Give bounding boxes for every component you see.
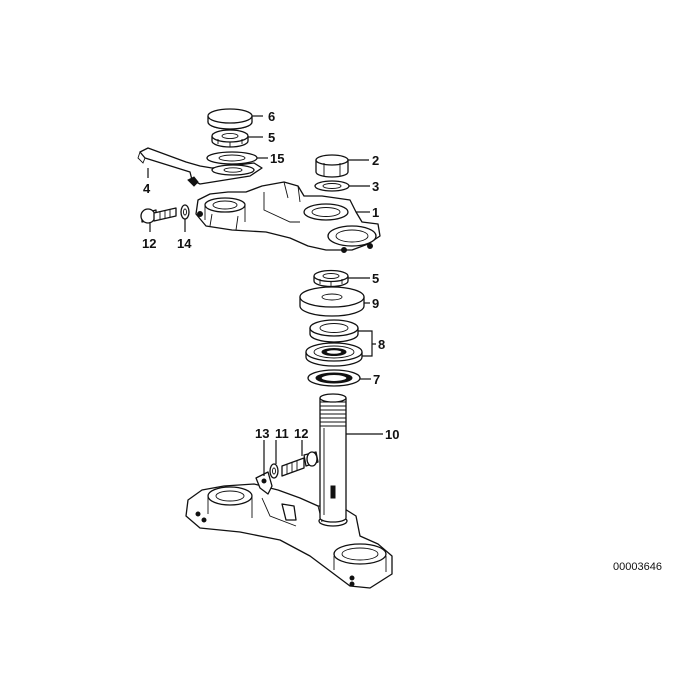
part-7-race <box>307 369 361 387</box>
part-9-seal <box>299 286 365 317</box>
callout-5-upper: 5 <box>268 130 275 145</box>
callout-14: 14 <box>177 236 192 251</box>
part-8-bearing-upper <box>309 319 359 343</box>
part-4-lever <box>137 147 263 187</box>
part-14-lock-washer <box>180 204 190 220</box>
part-12-lower-bolt <box>281 451 319 477</box>
part-15-washer <box>206 151 258 165</box>
callout-6: 6 <box>268 109 275 124</box>
leader-lines <box>147 115 383 476</box>
callout-9: 9 <box>372 296 379 311</box>
part-5-upper-nut <box>211 129 249 148</box>
drawing-number: 00003646 <box>613 561 662 573</box>
callout-15: 15 <box>270 151 284 166</box>
callout-7: 7 <box>373 372 380 387</box>
callout-8: 8 <box>378 337 385 352</box>
part-1-upper-fork-bridge <box>195 181 381 253</box>
callout-labels: 6 5 15 2 3 1 4 12 14 5 9 8 7 10 13 11 12 <box>142 109 399 442</box>
part-8-bearing-lower <box>305 342 363 367</box>
callout-2: 2 <box>372 153 379 168</box>
part-10-steering-stem <box>319 393 347 523</box>
callout-13: 13 <box>255 426 269 441</box>
part-11-washer <box>269 463 279 479</box>
part-12-upper-bolt <box>140 207 177 224</box>
part-5-lower-nut <box>313 269 349 288</box>
part-2-cap-nut <box>315 154 349 178</box>
callout-12-upper: 12 <box>142 236 156 251</box>
callout-1: 1 <box>372 205 379 220</box>
part-lower-fork-bridge <box>185 483 393 589</box>
callout-3: 3 <box>372 179 379 194</box>
part-13-clamp-plate <box>255 471 273 495</box>
callout-12-lower: 12 <box>294 426 308 441</box>
callout-4: 4 <box>143 181 151 196</box>
callout-11: 11 <box>275 426 289 441</box>
part-3-washer <box>314 180 350 192</box>
callout-5-lower: 5 <box>372 271 379 286</box>
callout-10: 10 <box>385 427 399 442</box>
part-6-cap <box>207 108 253 130</box>
